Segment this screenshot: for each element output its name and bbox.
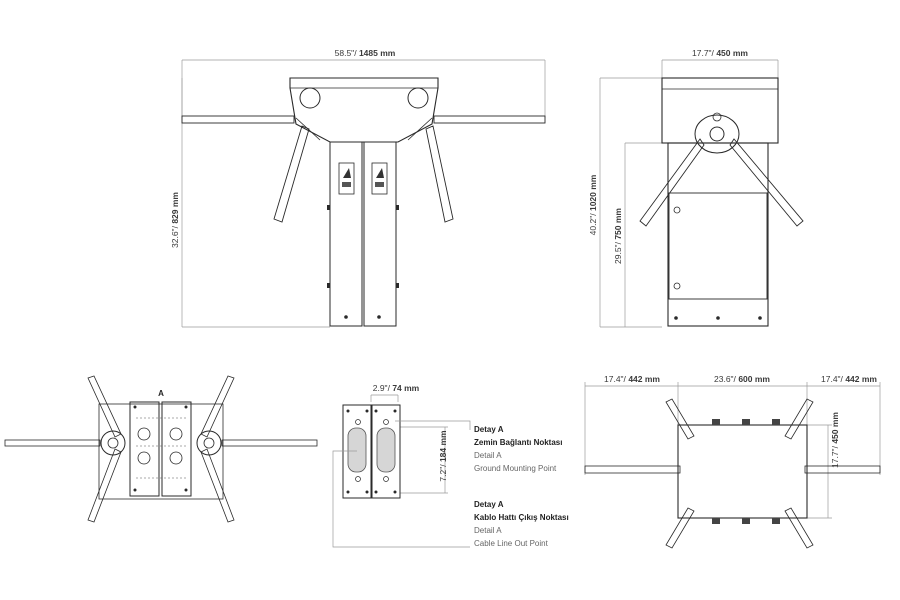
front-bolts <box>327 205 399 319</box>
plan-top-fittings <box>712 419 780 524</box>
front-arm-right-diagonal <box>425 125 454 223</box>
top-hub-left-icon <box>100 430 126 456</box>
side-total-height-label: 40.2"/ 1020 mm <box>588 174 598 235</box>
side-rotor-top-icon <box>712 112 722 122</box>
detail-bolts <box>346 409 397 494</box>
plan-view: 17.4"/ 442 mm 23.6"/ 600 mm 17.4"/ 442 m… <box>584 374 881 549</box>
top-view-section-label: A <box>158 389 164 398</box>
side-cabinet-door <box>668 192 768 300</box>
front-height-label: 32.6"/ 829 mm <box>170 192 180 248</box>
front-indicator-symbol-right-icon <box>375 182 384 187</box>
top-hub-left-center-icon <box>107 437 119 449</box>
front-arm-right-joint <box>407 117 433 141</box>
front-indicator-arrow-left-icon <box>343 168 351 178</box>
side-arm-right <box>729 138 804 227</box>
plan-arm-left-lower <box>665 507 695 549</box>
top-arm-left <box>4 439 101 447</box>
side-head-housing <box>661 77 779 144</box>
plan-center-label: 23.6"/ 600 mm <box>714 374 770 384</box>
detail-cable-outlet-right <box>376 427 396 473</box>
front-indicator-arrow-right-icon <box>376 168 384 178</box>
side-door-lock-bottom-icon <box>673 282 681 290</box>
plan-right-label: 17.4"/ 442 mm <box>821 374 877 384</box>
top-arm-left-upper <box>87 375 122 438</box>
front-head-housing <box>289 77 439 143</box>
detail-leader-2 <box>332 450 470 548</box>
side-width-label: 17.7"/ 450 mm <box>692 48 748 58</box>
detail-height-label: 7.2"/ 184 mm <box>438 430 448 482</box>
top-column-right <box>161 401 192 497</box>
front-arm-right-horizontal <box>433 115 546 124</box>
detail-cable-outlet-left <box>347 427 367 473</box>
detail-note1-en-title: Detail A <box>474 451 502 460</box>
detail-note1-tr-title: Detay A <box>474 425 504 434</box>
plan-arm-right-lower <box>784 507 814 549</box>
front-column-left <box>329 141 363 327</box>
detail-note1-en-desc: Ground Mounting Point <box>474 464 557 473</box>
top-hub-right-center-icon <box>203 437 215 449</box>
front-arm-left-diagonal <box>273 125 310 223</box>
side-door-lock-top-icon <box>673 206 681 214</box>
side-bolts <box>674 316 762 320</box>
detail-note2-tr-title: Detay A <box>474 500 504 509</box>
front-rotor-hub-right-icon <box>407 87 429 109</box>
side-view: 17.7"/ 450 mm 40.2"/ 1020 mm 29.5"/ 750 … <box>588 48 804 328</box>
side-rotor-hub <box>694 114 740 154</box>
side-cabinet <box>667 142 769 327</box>
top-arm-right <box>221 439 318 447</box>
plan-arm-left-upper <box>665 398 695 440</box>
top-base-outline <box>98 403 224 500</box>
side-rotor-center-icon <box>709 126 725 142</box>
plan-body <box>677 424 808 519</box>
front-view: 58.5"/ 1485 mm 32.6"/ 829 mm <box>170 48 546 328</box>
plan-left-label: 17.4"/ 442 mm <box>604 374 660 384</box>
top-arm-right-lower <box>200 448 235 523</box>
detail-note1-tr-desc: Zemin Bağlantı Noktası <box>474 438 562 447</box>
detail-plate-right <box>370 404 401 499</box>
front-rotor-hub-left-icon <box>299 87 321 109</box>
side-arm-left <box>639 138 705 227</box>
top-column-left <box>129 401 160 497</box>
top-view: A <box>4 375 318 523</box>
front-indicator-panel-left <box>338 162 355 195</box>
top-internal-lines <box>136 417 186 479</box>
front-arm-left-horizontal <box>181 115 295 124</box>
side-cabinet-height-label: 29.5"/ 750 mm <box>613 208 623 264</box>
top-hub-right-icon <box>196 430 222 456</box>
front-arm-left-joint <box>295 117 321 141</box>
front-indicator-panel-right <box>371 162 388 195</box>
detail-note2-tr-desc: Kablo Hattı Çıkış Noktası <box>474 513 569 522</box>
top-bolts <box>133 405 188 492</box>
detail-note2-en-desc: Cable Line Out Point <box>474 539 549 548</box>
detail-mount-holes <box>355 419 389 482</box>
plan-arm-right-upper <box>784 398 814 440</box>
front-width-label: 58.5"/ 1485 mm <box>335 48 396 58</box>
detail-note2-en-title: Detail A <box>474 526 502 535</box>
front-indicator-symbol-left-icon <box>342 182 351 187</box>
plan-depth-label: 17.7"/ 450 mm <box>830 412 840 468</box>
front-column-right <box>363 141 397 327</box>
detail-leader-1 <box>395 420 471 430</box>
top-mount-holes <box>137 427 183 465</box>
detail-plate-left <box>342 404 373 499</box>
plan-arm-right <box>804 465 881 474</box>
detail-width-label: 2.9"/ 74 mm <box>373 383 420 393</box>
top-arm-right-upper <box>200 375 235 438</box>
plan-arm-left <box>584 465 681 474</box>
detail-view: 2.9"/ 74 mm 7.2"/ 184 mm Detay A Zemin B… <box>332 383 569 548</box>
top-arm-left-lower <box>87 448 122 523</box>
